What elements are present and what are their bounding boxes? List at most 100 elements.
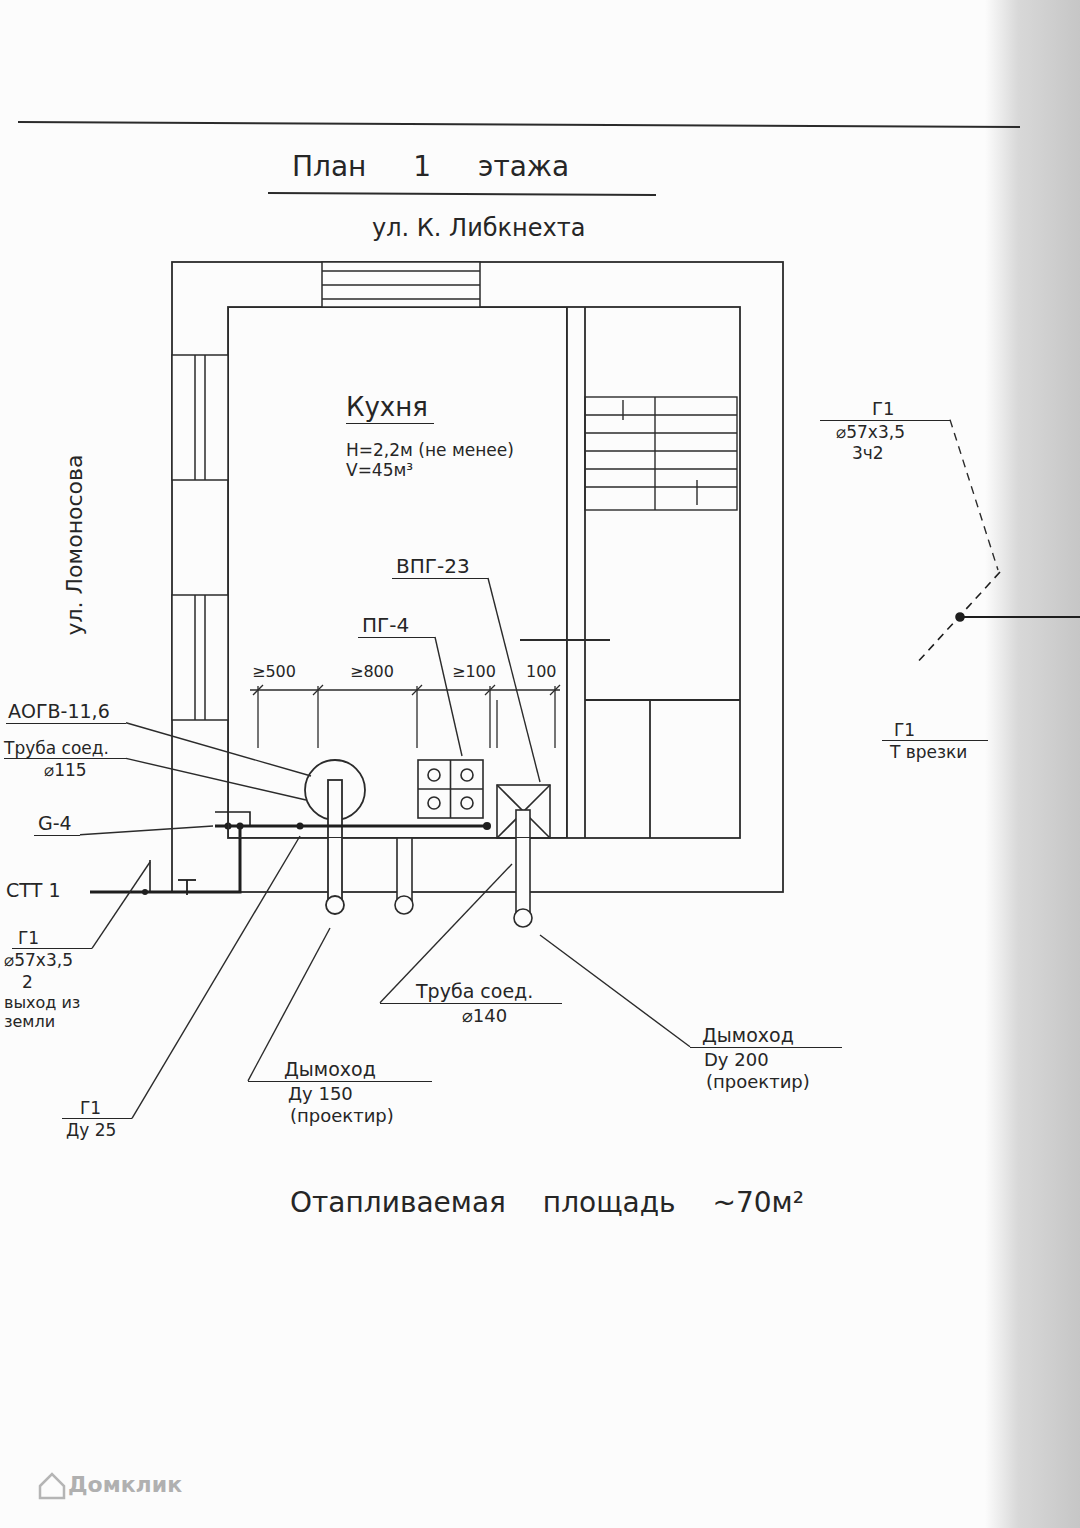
- gas-pipe: [186, 880, 188, 895]
- gas-pipe: [215, 825, 487, 828]
- gas-boiler: [328, 780, 342, 905]
- gas-inlet: [960, 616, 1080, 618]
- watermark-icon: [40, 1474, 64, 1498]
- stairs: [585, 397, 737, 510]
- pipe-note: Т врезки: [890, 742, 967, 762]
- pipe-note: выход из земли: [4, 993, 102, 1031]
- house-wall: [172, 262, 783, 892]
- equipment-label: АОГВ-11,6: [6, 700, 126, 724]
- window: [204, 595, 206, 720]
- dimension: ≥800: [350, 662, 394, 681]
- water-heater: [516, 810, 530, 918]
- gas-inlet: [915, 572, 1080, 665]
- gas-stove: [418, 788, 483, 790]
- stairs: [585, 432, 737, 433]
- chimney-note: (проектир): [290, 1105, 394, 1127]
- gas-stove: [461, 797, 473, 809]
- dimension-line: [250, 689, 560, 690]
- gas-stove: [418, 760, 483, 818]
- sheet-line: [268, 193, 656, 195]
- dimension: 100: [526, 662, 557, 681]
- scan-edge: [985, 0, 1080, 1528]
- gas-pipe: [90, 826, 240, 892]
- stairs: [654, 397, 655, 510]
- pipe-size: ⌀57х3,5: [836, 422, 905, 442]
- plan-title: План 1 этажа: [292, 150, 569, 184]
- pipe-label: Г1: [820, 398, 950, 421]
- watermark: Домклик: [68, 1472, 182, 1498]
- dimension-line: [250, 685, 560, 748]
- gas-pipe: [149, 860, 151, 892]
- sheet-line: [18, 122, 1020, 127]
- leader-line: [540, 935, 690, 1047]
- pipe-joint: [237, 823, 244, 830]
- chimney: [395, 838, 413, 914]
- house-wall: [228, 307, 740, 838]
- dimension-line: [317, 686, 318, 748]
- gas-inlet: [915, 572, 1000, 665]
- dimension-line: [416, 686, 417, 748]
- gas-pipe: [90, 812, 487, 895]
- pipe-joint: [142, 822, 491, 895]
- window: [194, 595, 196, 720]
- heated-area-note: Отапливаемая площадь ~70м²: [290, 1186, 804, 1220]
- gas-stove: [428, 769, 440, 781]
- gas-pipe: [215, 812, 250, 826]
- leader-line: [435, 637, 462, 756]
- gas-boiler: [326, 896, 344, 914]
- chimney-note: (проектир): [706, 1071, 810, 1093]
- stairs: [585, 450, 737, 451]
- chimney-size: Ду 150: [288, 1083, 353, 1105]
- window: [172, 262, 480, 720]
- pipe-label: Г1: [12, 928, 92, 949]
- window: [322, 270, 480, 272]
- room-spec: H=2,2м (не менее) V=45м³: [346, 440, 551, 481]
- pipe-label: Труба соед.: [4, 738, 126, 759]
- house-wall: [585, 699, 740, 701]
- window: [172, 595, 228, 720]
- stairs: [622, 400, 623, 420]
- dimension-line: [554, 686, 555, 748]
- street-name: ул. К. Либкнехта: [372, 214, 585, 243]
- chimney: [395, 896, 413, 914]
- window: [322, 298, 480, 300]
- water-heater: [497, 785, 550, 927]
- gas-boiler: [305, 760, 365, 914]
- stairs: [585, 397, 737, 510]
- chimney-label: Дымоход: [690, 1024, 842, 1048]
- pipe-size: ⌀115: [44, 760, 87, 780]
- leader-line: [126, 758, 306, 800]
- equipment-label: ПГ-4: [358, 613, 435, 638]
- house-wall: [520, 639, 610, 641]
- pipe-joint: [483, 822, 491, 830]
- window: [322, 284, 480, 286]
- dimension-line: [496, 700, 497, 748]
- window: [322, 262, 480, 307]
- window: [194, 355, 196, 480]
- dimension-line: [257, 686, 258, 748]
- leader-line: [80, 826, 213, 835]
- leader-line: [92, 862, 150, 948]
- pipe-joint: [142, 889, 148, 895]
- pipe-joint: [297, 823, 304, 830]
- gas-stove: [418, 760, 483, 818]
- pipe-size: ⌀57х3,5: [4, 950, 73, 970]
- sheet-line: [18, 122, 1020, 195]
- window: [204, 355, 206, 480]
- stairs: [585, 414, 737, 415]
- dimension: ≥100: [452, 662, 496, 681]
- leader-line: [132, 836, 300, 1118]
- pipe-label: Г1: [62, 1098, 132, 1119]
- leader-line: [126, 723, 311, 776]
- pipe-note: 3ч2: [852, 443, 884, 463]
- house-wall: [649, 700, 651, 838]
- water-heater: [514, 909, 532, 927]
- room-name: Кухня: [346, 392, 434, 424]
- watermark-icon: [40, 1474, 64, 1498]
- pipe-size: ⌀140: [462, 1005, 507, 1027]
- equipment-label: ВПГ-23: [392, 554, 488, 579]
- chimney: [397, 838, 412, 905]
- pipe-label: Труба соед.: [380, 980, 562, 1004]
- gas-stove: [461, 769, 473, 781]
